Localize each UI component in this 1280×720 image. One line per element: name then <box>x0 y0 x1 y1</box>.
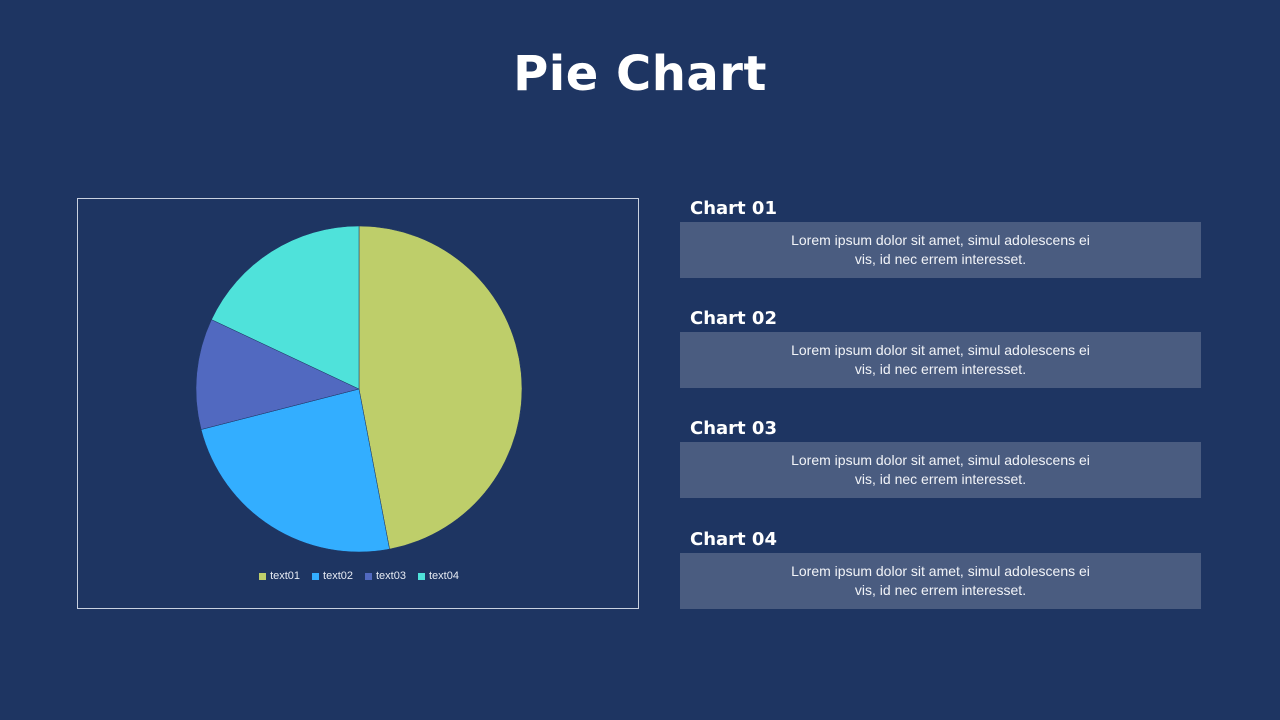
legend-swatch <box>417 572 425 580</box>
legend-item-text04: text04 <box>417 570 459 582</box>
card-description: Lorem ipsum dolor sit amet, simul adoles… <box>680 222 1201 278</box>
card-title: Chart 04 <box>690 529 777 550</box>
legend-swatch <box>312 572 320 580</box>
legend-item-text02: text02 <box>312 570 353 582</box>
legend-item-text01: text01 <box>259 570 300 582</box>
legend-label: text01 <box>270 570 301 582</box>
legend-label: text03 <box>376 570 406 582</box>
chart-panel: text01 text02 text03 text04 <box>77 198 639 609</box>
card-description: Lorem ipsum dolor sit amet, simul adoles… <box>680 553 1201 609</box>
card-description: Lorem ipsum dolor sit amet, simul adoles… <box>680 442 1201 498</box>
card-title: Chart 02 <box>690 308 777 329</box>
pie-slice-text04 <box>211 225 360 390</box>
card-title: Chart 01 <box>690 198 777 219</box>
pie-slice-text02 <box>200 388 390 553</box>
pie-slice-text01 <box>358 225 523 550</box>
pie-slice-text03 <box>195 319 360 430</box>
legend-label: text02 <box>323 570 353 582</box>
legend-swatch <box>259 572 267 580</box>
pie-chart <box>195 225 523 553</box>
legend-item-text03: text03 <box>365 570 406 582</box>
legend-swatch <box>365 572 372 580</box>
chart-legend: text01 text02 text03 text04 <box>78 570 640 582</box>
page-title: Pie Chart <box>513 46 767 102</box>
card-description: Lorem ipsum dolor sit amet, simul adoles… <box>680 332 1201 388</box>
legend-label: text04 <box>428 570 459 582</box>
card-title: Chart 03 <box>690 418 777 439</box>
